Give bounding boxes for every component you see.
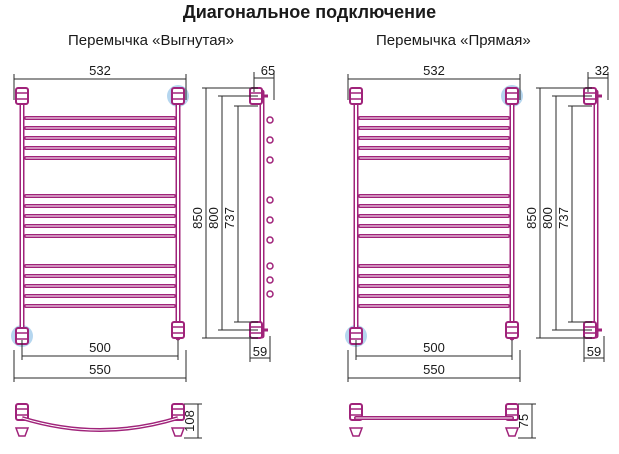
dim-depth-top-label: 65 [261, 63, 275, 78]
dim-bottom-inner-label: 500 [89, 340, 111, 355]
dim-depth-top-label: 32 [595, 63, 609, 78]
dim-plan-depth-label: 108 [182, 410, 197, 432]
side-rung-end-7 [266, 276, 274, 284]
plan-left-valve [14, 427, 30, 437]
side-rung-end-4 [266, 216, 274, 224]
plan-right-valve [504, 427, 520, 437]
dim-bottom-outer-label: 550 [89, 362, 111, 377]
plan-right-valve [170, 427, 186, 437]
left-panel-subtitle: Перемычка «Выгнутая» [68, 32, 235, 49]
dim-top-width-label: 532 [89, 63, 111, 78]
top-left-fitting [349, 87, 363, 105]
plan-curved-bar-inner [21, 417, 179, 431]
dim-height-mid-label: 800 [206, 207, 221, 229]
dim-bottom-outer-label: 550 [423, 362, 445, 377]
right-panel-subtitle: Перемычка «Прямая» [376, 32, 531, 49]
dim-depth-bottom-label: 59 [253, 344, 267, 359]
bottom-right-fitting [171, 321, 185, 339]
dim-plan-depth-label: 75 [516, 414, 531, 428]
side-rung-end-8 [266, 290, 274, 298]
dim-top-width-label: 532 [423, 63, 445, 78]
bottom-right-fitting [505, 321, 519, 339]
dim-height-total-label: 850 [524, 207, 539, 229]
side-rung-end-5 [266, 236, 274, 244]
top-left-fitting [15, 87, 29, 105]
dim-height-total-label: 850 [190, 207, 205, 229]
plan-left-valve [348, 427, 364, 437]
side-rung-end-6 [266, 262, 274, 270]
dim-bottom-inner-label: 500 [423, 340, 445, 355]
dim-height-inner-label: 737 [222, 207, 237, 229]
top-right-fitting [171, 87, 185, 105]
page-title: Диагональное подключение [182, 2, 437, 22]
side-rung-end-1 [266, 136, 274, 144]
top-right-fitting [505, 87, 519, 105]
dim-height-inner-label: 737 [556, 207, 571, 229]
dim-height-mid-label: 800 [540, 207, 555, 229]
side-rung-end-3 [266, 196, 274, 204]
dim-depth-bottom-label: 59 [587, 344, 601, 359]
side-rung-end-2 [266, 156, 274, 164]
side-rung-end-0 [266, 116, 274, 124]
